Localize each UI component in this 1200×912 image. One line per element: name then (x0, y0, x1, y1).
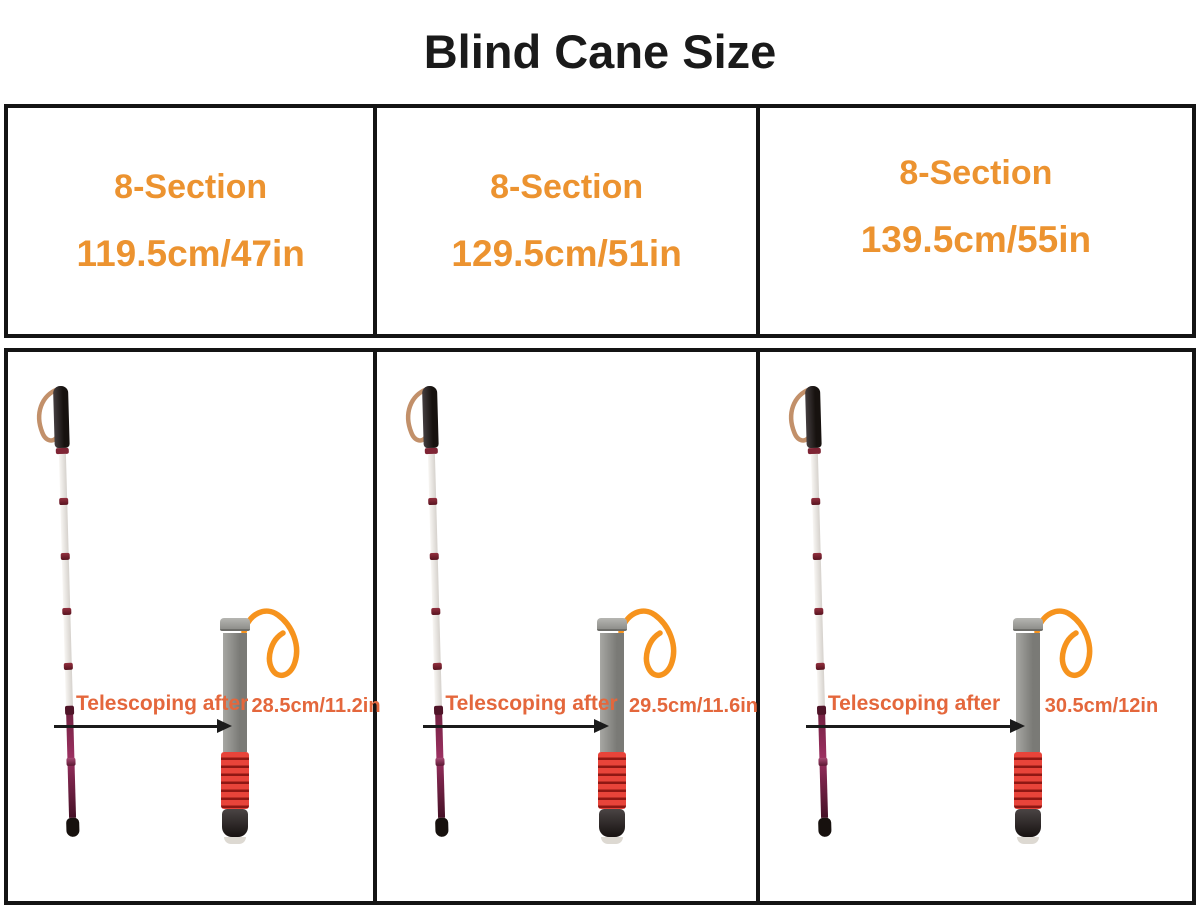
joint-band (814, 607, 824, 616)
telescoping-label: Telescoping after (827, 692, 1001, 715)
folded-cane-cap (597, 618, 628, 631)
size-table-cell: 8-Section 139.5cm/55in (760, 108, 1192, 334)
folded-cane-tip (221, 809, 248, 837)
wrist-strap-icon (36, 386, 61, 443)
joint-band (431, 607, 441, 616)
cane-tip (817, 817, 832, 837)
folded-cane-tip-band (601, 837, 624, 844)
folded-cane-image (1012, 608, 1093, 844)
joint-band (434, 705, 444, 715)
telescoping-label: Telescoping after (445, 692, 618, 715)
folded-cane-image (219, 608, 299, 844)
page-title: Blind Cane Size (423, 25, 777, 78)
folded-cane-red-grip (1013, 752, 1042, 809)
joint-band (818, 757, 828, 766)
extended-cane-image (36, 385, 93, 838)
cane-lower-section (64, 705, 77, 818)
folded-cane-tip-band (223, 837, 246, 844)
joint-band (59, 497, 69, 506)
cane-tip (435, 817, 449, 837)
joint-band (810, 497, 821, 506)
cane-panels: Telescoping after 28.5cm/11.2in (4, 348, 1196, 905)
joint-band (62, 607, 72, 616)
folded-cane-handle (1015, 633, 1040, 752)
cane-panel: Telescoping after 30.5cm/12in (760, 352, 1192, 901)
telescoping-arrow (805, 719, 1025, 733)
cane-panel: Telescoping after 29.5cm/11.6in (377, 352, 760, 901)
size-table-cell: 8-Section 129.5cm/51in (377, 108, 760, 334)
joint-band (815, 662, 825, 671)
cane-lower-section (816, 705, 828, 818)
extended-cane-image (788, 385, 845, 838)
folded-length-label: 29.5cm/11.6in (629, 695, 758, 717)
folded-cane-tip (1014, 809, 1041, 837)
telescoping-arrow (423, 719, 609, 733)
joint-band (64, 705, 75, 715)
extended-length-label: 139.5cm/55in (860, 218, 1092, 260)
size-table-cell: 8-Section 119.5cm/47in (8, 108, 378, 334)
folded-length-label: 30.5cm/12in (1044, 695, 1159, 717)
wrist-strap-icon (788, 386, 813, 443)
section-count-label: 8-Section (899, 153, 1053, 192)
folded-cane-tip-band (1016, 837, 1039, 844)
cane-shaft (58, 453, 73, 706)
cane-handle (53, 385, 70, 449)
wrist-strap-icon (1034, 608, 1093, 679)
joint-band (812, 552, 822, 561)
extended-cane-image (406, 385, 462, 838)
joint-band (816, 705, 827, 715)
section-count-label: 8-Section (490, 167, 644, 206)
joint-band (435, 757, 446, 766)
joint-band (428, 497, 438, 506)
extended-length-label: 119.5cm/47in (76, 232, 305, 274)
joint-band (63, 662, 73, 671)
wrist-strap-icon (618, 608, 677, 679)
folded-length-label: 28.5cm/11.2in (251, 695, 381, 717)
telescoping-label: Telescoping after (76, 692, 249, 715)
section-count-label: 8-Section (114, 167, 268, 206)
joint-band (433, 662, 443, 671)
cane-handle (422, 385, 440, 449)
folded-cane-red-grip (598, 752, 627, 809)
cane-panel: Telescoping after 28.5cm/11.2in (8, 352, 381, 901)
folded-cane-cap (1012, 618, 1043, 631)
size-table: 8-Section 119.5cm/47in 8-Section 129.5cm… (4, 104, 1196, 338)
folded-cane-tip (599, 809, 626, 837)
cane-tip (66, 817, 80, 837)
joint-band (430, 552, 440, 561)
telescoping-arrow (54, 719, 232, 733)
joint-band (60, 552, 70, 561)
folded-cane-cap (219, 618, 250, 631)
cane-shaft (428, 453, 443, 706)
folded-cane-red-grip (220, 752, 249, 809)
wrist-strap-icon (240, 608, 299, 679)
extended-length-label: 129.5cm/51in (451, 232, 682, 274)
cane-shaft (810, 453, 825, 706)
cane-lower-section (434, 705, 446, 818)
cane-handle (804, 385, 822, 449)
joint-band (66, 757, 76, 766)
